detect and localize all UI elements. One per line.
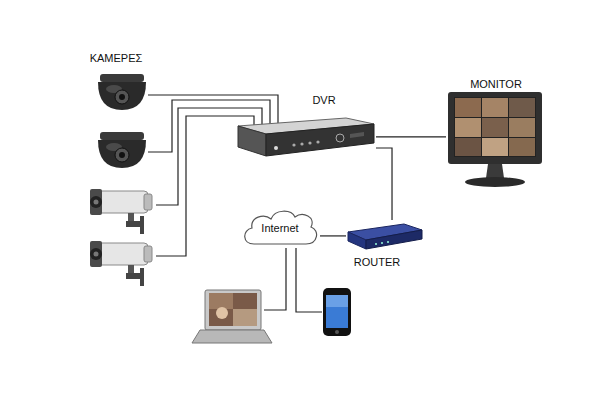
dvr-device: DVR	[236, 92, 376, 162]
bullet-camera	[90, 241, 152, 286]
node-label: Internet	[240, 222, 320, 235]
node-label: MONITOR	[446, 78, 546, 91]
router-device: ROUTER	[346, 220, 424, 270]
node-label: ROUTER	[346, 256, 408, 269]
phone-icon	[323, 288, 351, 336]
client-wires	[264, 248, 322, 312]
internet-cloud: Internet	[240, 206, 320, 250]
monitor-display: MONITOR	[446, 76, 546, 188]
dome-camera	[98, 132, 146, 168]
group-label: ΚΑΜΕΡΕΣ	[80, 52, 152, 65]
connector-wire	[320, 235, 346, 236]
dome-camera	[98, 74, 146, 110]
laptop-icon	[192, 290, 272, 343]
connector-wire	[376, 148, 392, 220]
connector-wire	[376, 136, 446, 137]
bullet-camera	[90, 189, 152, 234]
monitor-display-art	[446, 90, 546, 188]
node-label: DVR	[304, 94, 344, 107]
router-device-art	[346, 220, 424, 252]
dvr-device-art	[236, 116, 376, 162]
